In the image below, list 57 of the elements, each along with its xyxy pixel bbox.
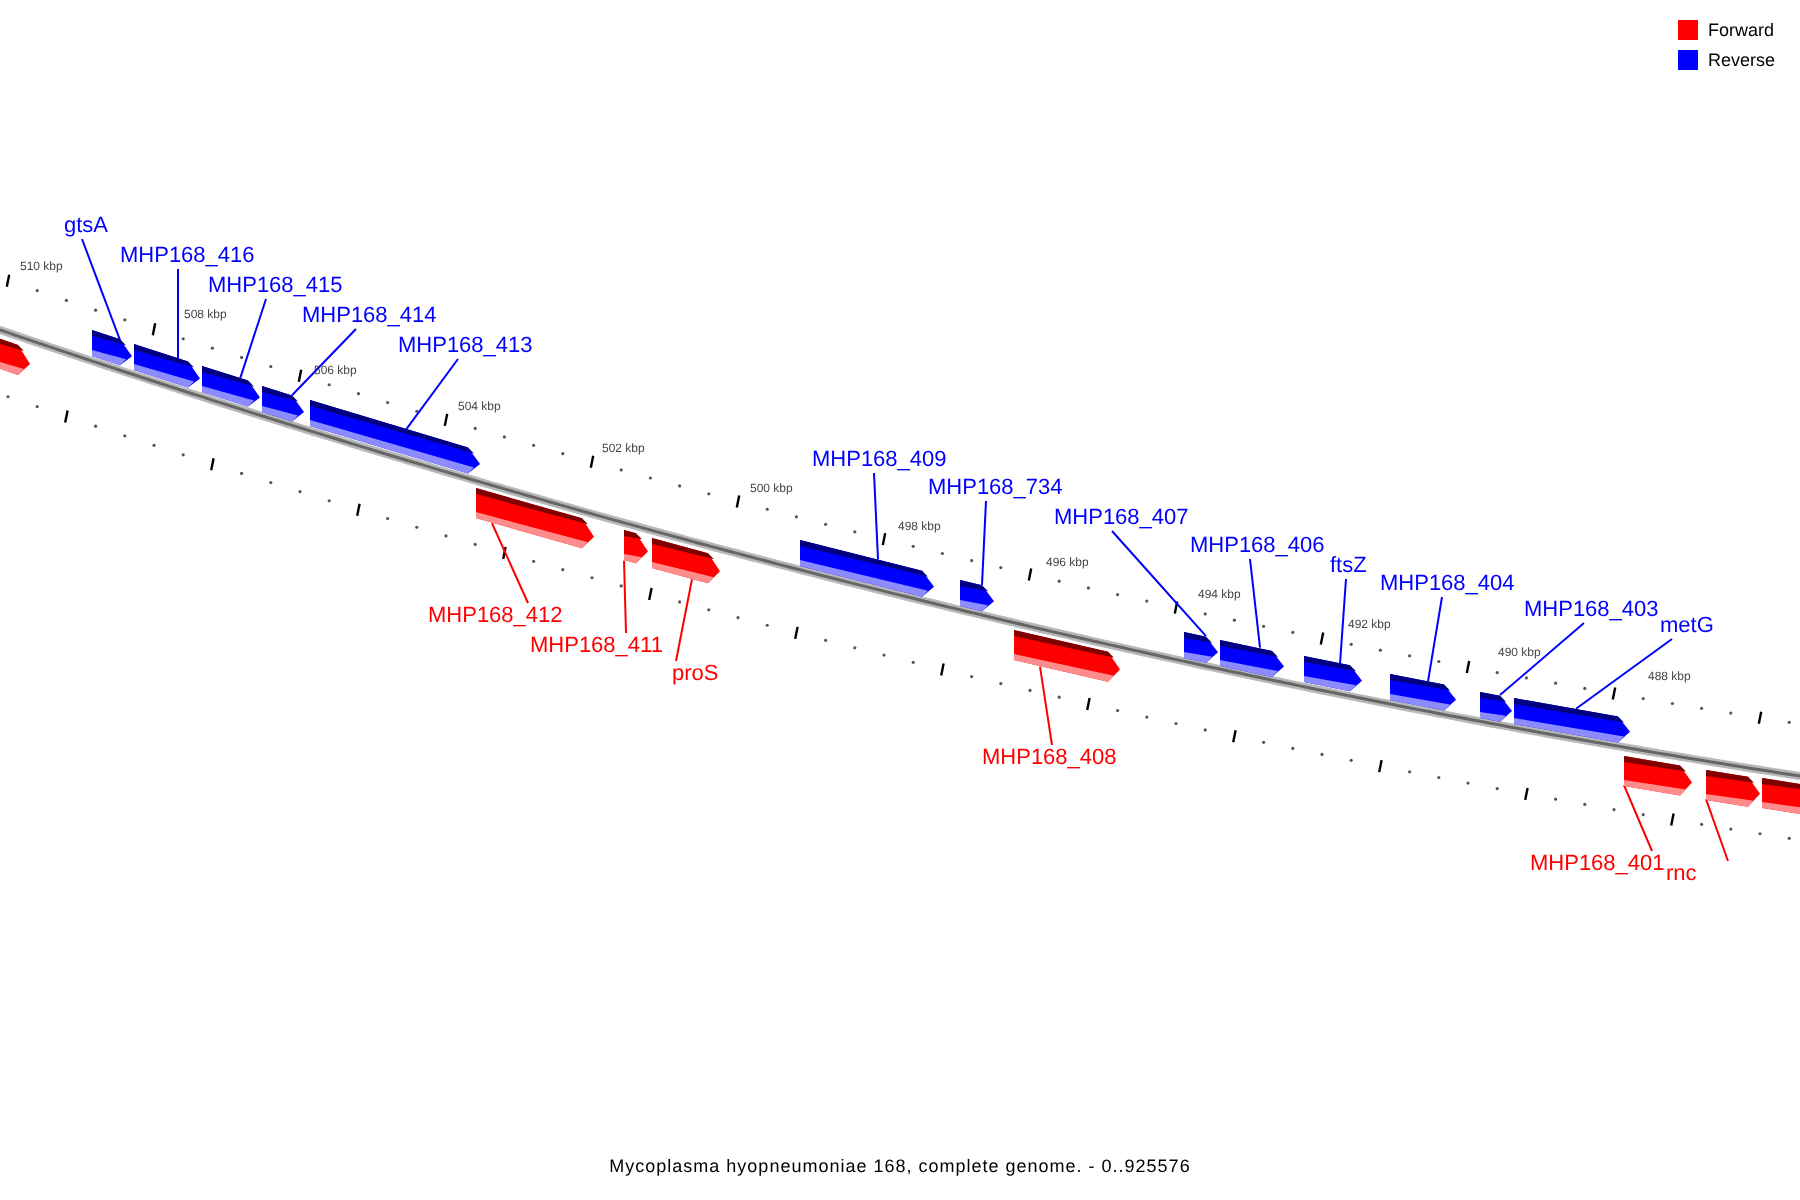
leader-line — [177, 268, 179, 361]
gene-feature — [960, 579, 994, 612]
leader-line — [405, 358, 459, 431]
leader-line — [981, 500, 987, 587]
gene-feature — [1706, 769, 1760, 806]
gene-label: rnc — [1666, 861, 1697, 887]
gene-feature — [1014, 630, 1120, 683]
leader-line — [1575, 638, 1673, 710]
gene-label: MHP168_406 — [1190, 533, 1325, 559]
gene-label: MHP168_412 — [428, 603, 563, 629]
gene-feature — [1390, 674, 1456, 711]
leader-line — [873, 472, 879, 561]
gene-feature — [1304, 656, 1362, 693]
gene-feature — [476, 488, 594, 550]
leader-line — [1623, 784, 1653, 852]
leader-line — [1111, 530, 1207, 638]
gene-label: MHP168_404 — [1380, 571, 1515, 597]
leader-line — [623, 559, 627, 634]
leader-line — [1339, 578, 1347, 666]
gene-label: MHP168_409 — [812, 447, 947, 473]
gene-feature — [1624, 755, 1692, 795]
gene-label: MHP168_411 — [530, 633, 663, 659]
gene-feature — [1480, 691, 1512, 722]
leader-line — [1427, 596, 1443, 683]
gene-feature — [202, 366, 260, 408]
gene-label: ftsZ — [1330, 553, 1367, 579]
gene-label: MHP168_415 — [208, 273, 343, 299]
leader-line — [1499, 622, 1585, 697]
gene-feature — [652, 538, 720, 584]
gene-label: gtsA — [64, 213, 109, 239]
gene-feature — [310, 400, 480, 475]
leader-line — [491, 522, 529, 604]
caption: Mycoplasma hyopneumoniae 168, complete genome. - 0..925576 — [607, 1154, 1193, 1178]
gene-label: proS — [672, 661, 719, 687]
leader-line — [81, 238, 121, 342]
gene-label: MHP168_416 — [120, 243, 255, 269]
gene-feature — [624, 530, 648, 564]
gene-label: metG — [1660, 613, 1714, 639]
gene-label: MHP168_403 — [1524, 597, 1659, 623]
legend-label: Reverse — [1708, 48, 1776, 72]
gene-label: MHP168_414 — [302, 303, 437, 329]
legend-label: Forward — [1708, 18, 1775, 42]
gene-feature — [92, 330, 132, 367]
gene-label: MHP168_408 — [982, 745, 1117, 771]
leader-line — [675, 578, 693, 662]
leader-line — [239, 298, 267, 380]
gene-label: MHP168_413 — [398, 333, 533, 359]
gene-label: MHP168_401 — [1530, 851, 1665, 877]
gene-label: MHP168_734 — [928, 475, 1063, 501]
gene-feature — [800, 539, 934, 597]
leader-line — [1039, 665, 1053, 746]
leader-line — [1249, 558, 1261, 649]
gene-label: MHP168_407 — [1054, 505, 1189, 531]
gene-feature — [1184, 631, 1218, 662]
gene-feature — [262, 385, 304, 422]
leader-line — [291, 328, 357, 397]
leader-line — [1705, 798, 1729, 862]
